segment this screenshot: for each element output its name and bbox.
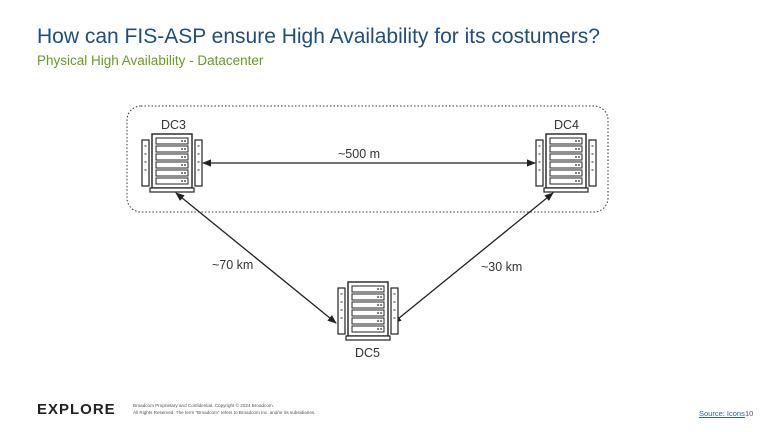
footer-legal-line: Broadcom Proprietary and Confidential. C… <box>133 403 275 408</box>
datacenter-group-box <box>126 105 609 213</box>
edge-dc4-dc5 <box>392 192 554 324</box>
slide-title: How can FIS-ASP ensure High Availability… <box>37 25 600 48</box>
node-label-dc3: DC3 <box>161 118 187 132</box>
footer-legal-line: All Rights Reserved. The term “Broadcom”… <box>133 410 316 415</box>
server-rack-icon <box>141 133 203 193</box>
server-rack-icon <box>535 133 597 193</box>
node-label-dc5: DC5 <box>355 346 381 360</box>
explore-logo: EXPLORE <box>37 401 116 418</box>
edge-dc3-dc5 <box>175 192 337 324</box>
node-label-dc4: DC4 <box>554 118 580 132</box>
source-icons-link[interactable]: Source: Icons <box>699 409 745 418</box>
edge-label-dc3-dc5: ~70 km <box>212 258 254 272</box>
server-rack-icon <box>337 281 399 341</box>
slide-subtitle: Physical High Availability - Datacenter <box>37 53 264 68</box>
footer-legal-text: Broadcom Proprietary and Confidential. C… <box>133 402 315 416</box>
page-number: 10 <box>745 409 754 418</box>
edge-label-dc3-dc4: ~500 m <box>338 147 381 161</box>
edge-label-dc4-dc5: ~30 km <box>481 260 523 274</box>
